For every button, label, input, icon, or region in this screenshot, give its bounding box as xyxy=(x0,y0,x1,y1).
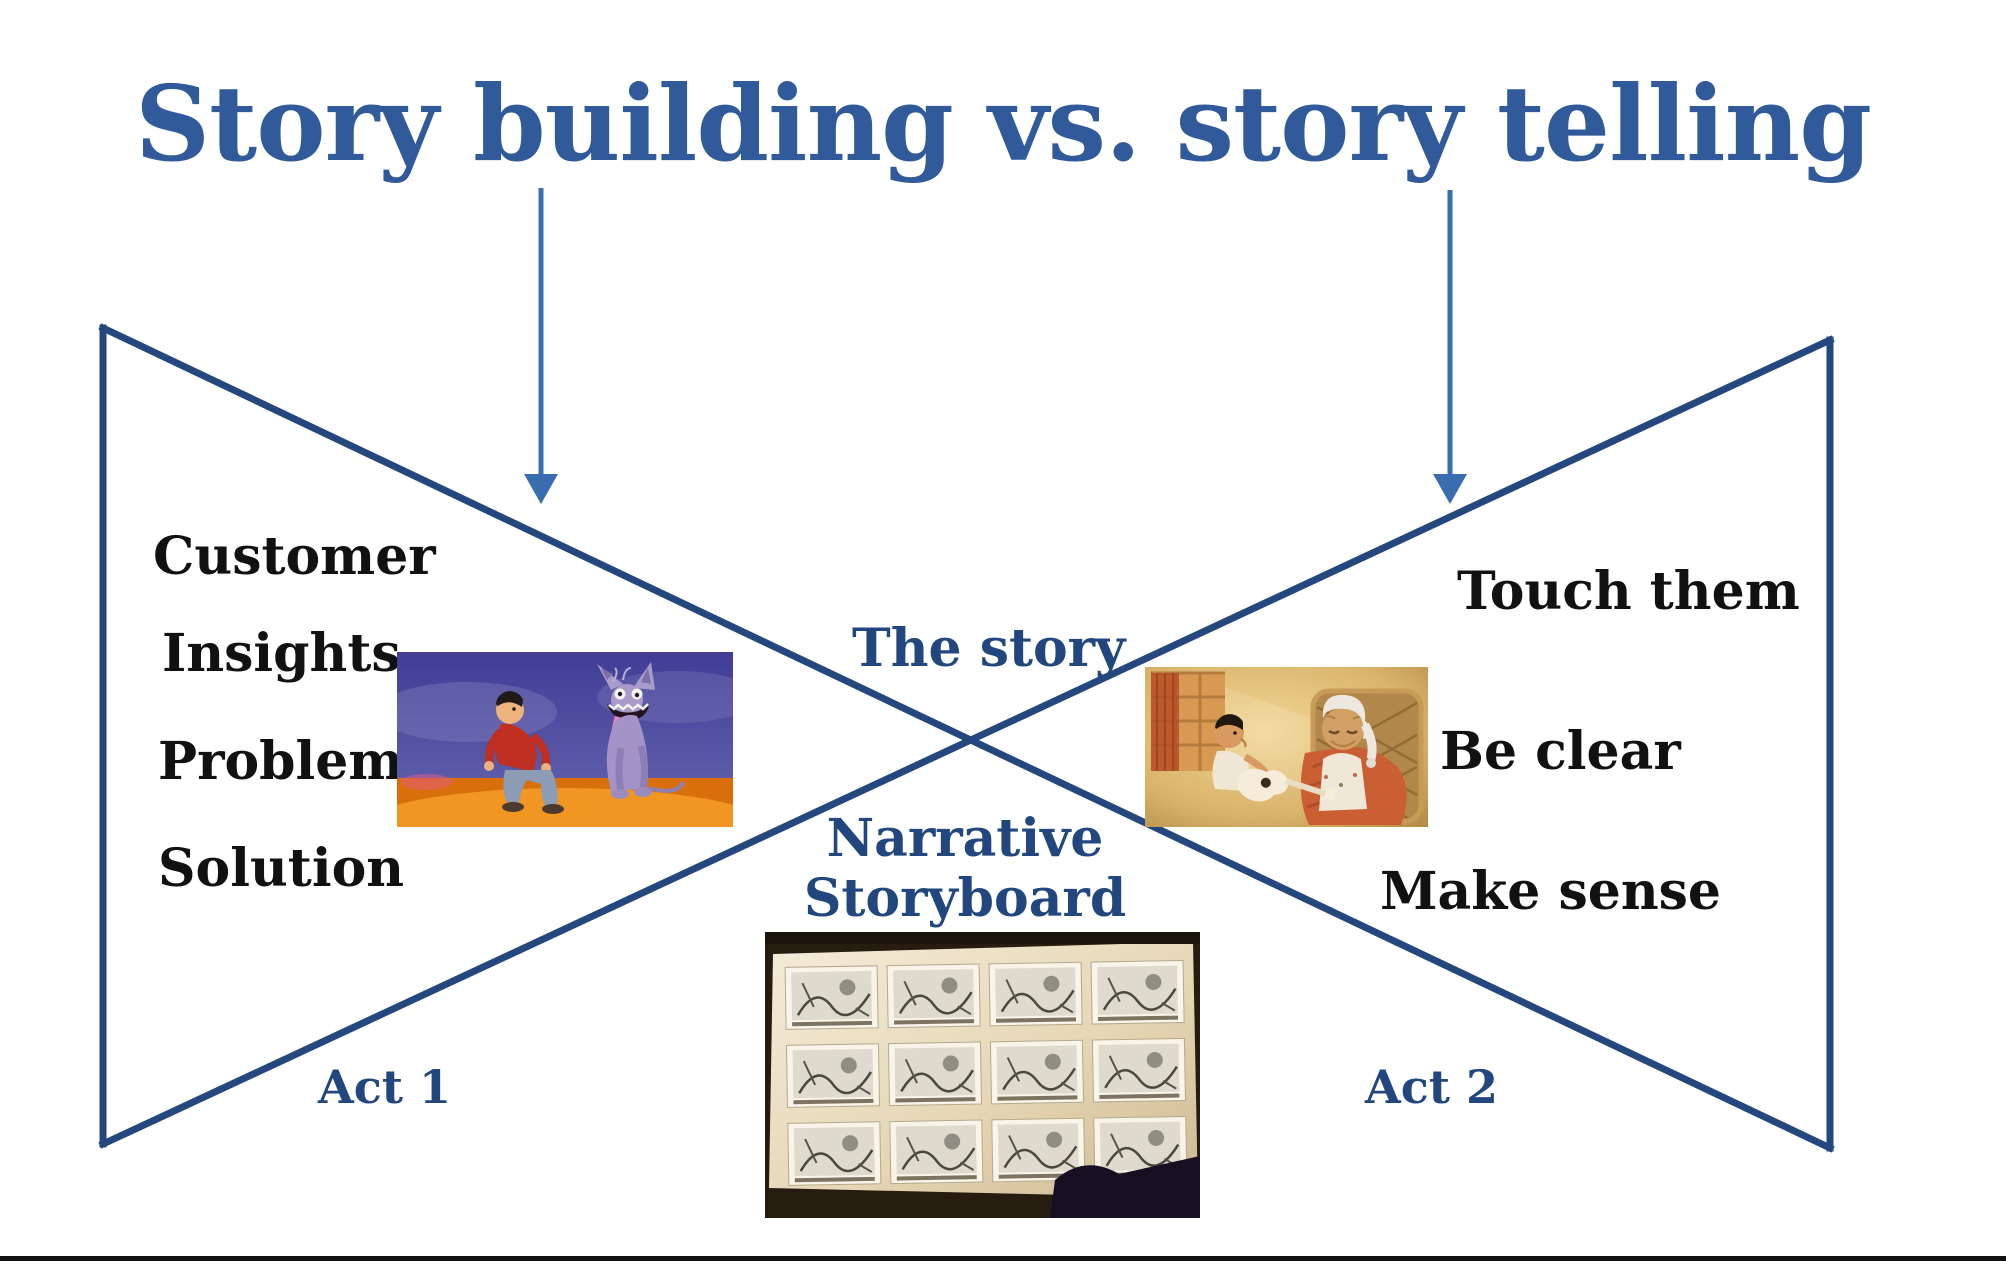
act-1-label: Act 1 xyxy=(318,1060,451,1114)
right-item-make-sense: Make sense xyxy=(1380,861,1721,922)
right-item-touch-them: Touch them xyxy=(1457,561,1800,622)
left-item-customer: Customer xyxy=(153,526,436,587)
storyboard-wall-photo xyxy=(765,932,1200,1218)
miguel-guitar-figure xyxy=(1212,714,1337,802)
left-item-problem: Problem xyxy=(158,731,404,792)
bowtie-outline xyxy=(98,323,1835,1153)
page-title: Story building vs. story telling xyxy=(135,62,1872,185)
miguel-figure xyxy=(484,691,564,814)
right-item-be-clear: Be clear xyxy=(1440,721,1681,782)
coco-miguel-mama-coco-photo xyxy=(1145,667,1428,827)
left-item-insights: Insights xyxy=(162,623,401,684)
coco-miguel-dante-photo xyxy=(397,652,733,827)
left-item-solution: Solution xyxy=(158,838,405,899)
act-2-label: Act 2 xyxy=(1365,1060,1498,1114)
storyboard-line: Storyboard xyxy=(803,868,1127,929)
center-label-the-story: The story xyxy=(852,618,1126,679)
bottom-rule xyxy=(0,1256,2006,1261)
window xyxy=(1151,671,1225,771)
dante-figure xyxy=(597,662,685,799)
narrative-line: Narrative xyxy=(826,808,1104,869)
down-arrow-right xyxy=(1433,190,1467,504)
mama-coco-figure xyxy=(1300,694,1407,825)
down-arrow-left xyxy=(524,188,558,504)
center-label-narrative-storyboard: Narrative Storyboard xyxy=(740,809,1190,929)
